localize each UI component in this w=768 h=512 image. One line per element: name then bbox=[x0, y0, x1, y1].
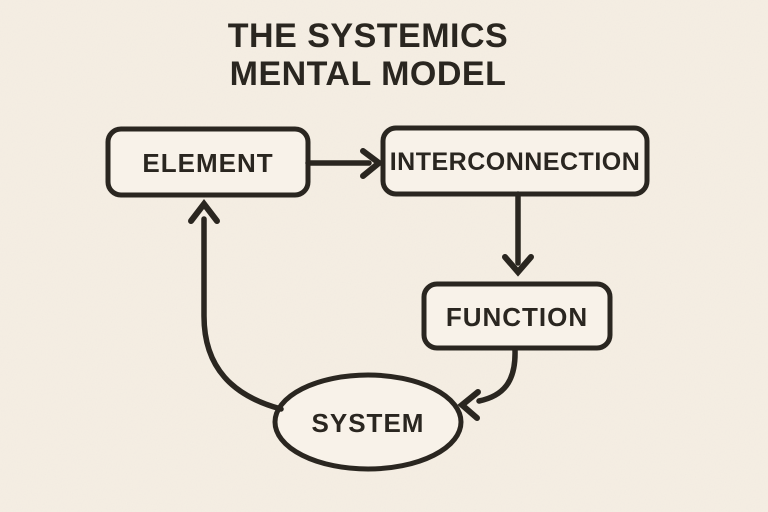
interconnection-box bbox=[380, 125, 650, 197]
title-line-2: MENTAL MODEL bbox=[230, 55, 507, 93]
arrow-shaft bbox=[201, 216, 284, 412]
diagram-title: THE SYSTEMICS MENTAL MODEL bbox=[228, 17, 508, 93]
arrow-head-left-icon bbox=[457, 389, 481, 421]
arrow-shaft bbox=[476, 347, 518, 404]
element-label: ELEMENT bbox=[142, 148, 273, 178]
title-line-1: THE SYSTEMICS bbox=[228, 17, 508, 55]
arrow-head-down-icon bbox=[502, 254, 534, 277]
arrow-element-to-interconnection bbox=[305, 148, 384, 179]
arrow-system-to-element bbox=[188, 199, 284, 412]
node-system: SYSTEM bbox=[272, 372, 464, 472]
system-ellipse bbox=[272, 372, 464, 472]
node-element: ELEMENT bbox=[105, 126, 311, 198]
node-interconnection: INTERCONNECTION bbox=[380, 125, 650, 197]
system-label: SYSTEM bbox=[312, 408, 425, 438]
arrow-head-right-icon bbox=[360, 148, 384, 179]
arrow-interconnection-to-function bbox=[502, 191, 534, 277]
function-box bbox=[421, 281, 613, 351]
interconnection-label: INTERCONNECTION bbox=[390, 148, 641, 176]
arrow-function-to-system bbox=[457, 347, 518, 421]
function-label: FUNCTION bbox=[446, 302, 588, 332]
arrow-head-up-icon bbox=[188, 199, 220, 224]
node-function: FUNCTION bbox=[421, 281, 613, 351]
